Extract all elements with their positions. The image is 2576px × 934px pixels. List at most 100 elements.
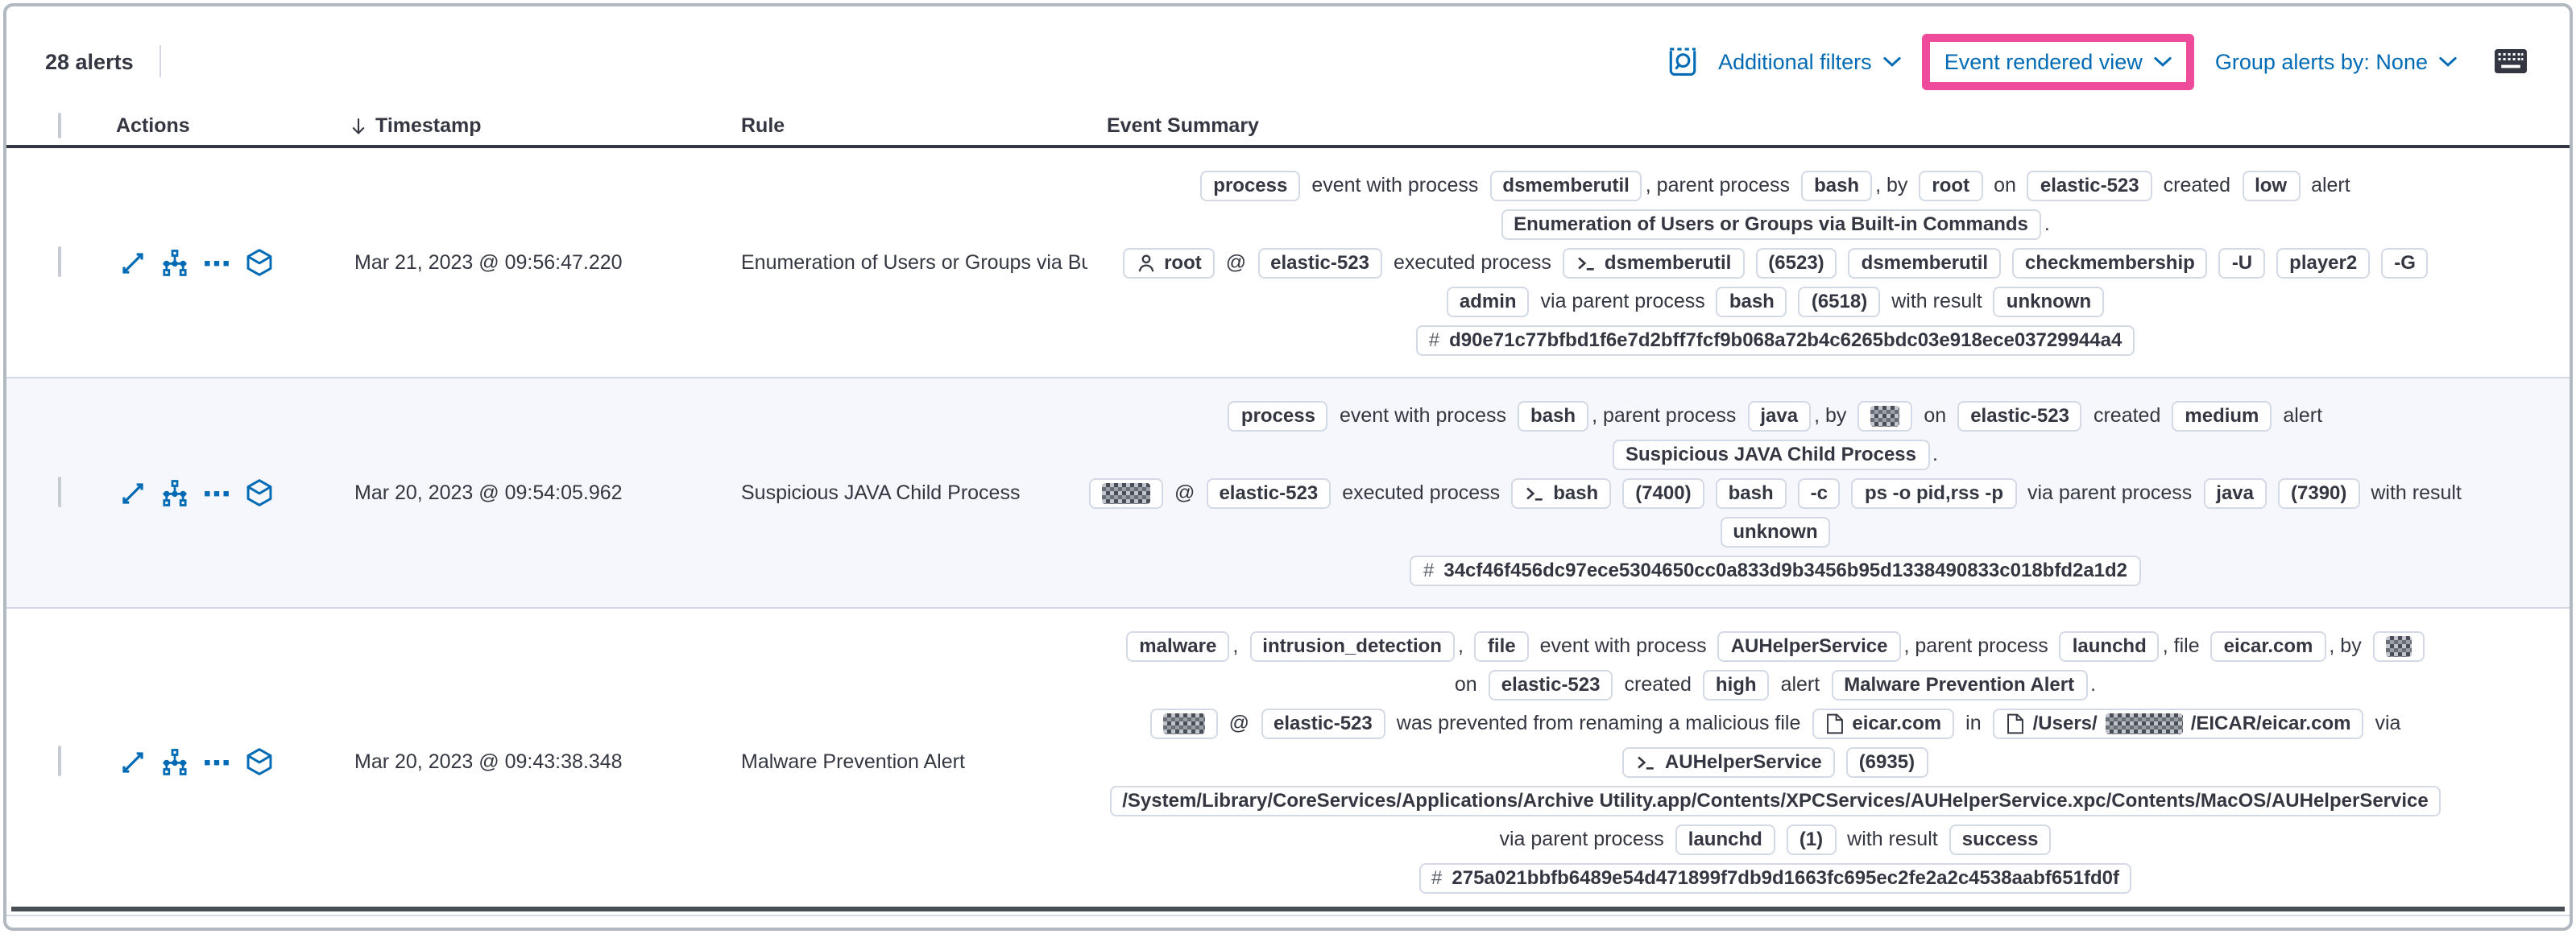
process-badge[interactable]: AUHelperService: [1622, 746, 1835, 777]
field-value-badge[interactable]: AUHelperService: [1717, 630, 1901, 661]
field-value-badge[interactable]: root: [1919, 170, 1983, 200]
field-value-badge[interactable]: dsmemberutil: [1489, 170, 1642, 200]
hash-badge[interactable]: #34cf46f456dc97ece5304650cc0a833d9b3456b…: [1410, 555, 2141, 585]
additional-filters-button[interactable]: Additional filters: [1718, 49, 1901, 73]
field-value-badge[interactable]: bash: [1518, 400, 1589, 431]
redacted-badge[interactable]: [1857, 400, 1913, 431]
rule-cell: Suspicious JAVA Child Process: [741, 481, 1021, 504]
investigate-in-timeline-icon[interactable]: [245, 747, 274, 776]
field-value-badge[interactable]: (6935): [1845, 746, 1928, 777]
process-badge[interactable]: bash: [1511, 477, 1612, 508]
summary-text: on: [1454, 673, 1477, 696]
user-badge[interactable]: root: [1122, 247, 1215, 278]
rule-cell: Enumeration of Users or Groups via Bui: [741, 251, 1087, 274]
header-timestamp[interactable]: Timestamp: [338, 114, 725, 137]
field-value-badge[interactable]: Suspicious JAVA Child Process: [1613, 439, 1929, 469]
field-value-badge[interactable]: -U: [2218, 247, 2266, 278]
more-actions-icon[interactable]: [203, 249, 230, 276]
redacted-badge[interactable]: [1149, 708, 1218, 738]
expand-alert-icon[interactable]: [119, 249, 147, 276]
analyze-event-icon[interactable]: [161, 479, 188, 506]
field-value-badge[interactable]: elastic-523: [1488, 669, 1613, 700]
analyze-event-icon[interactable]: [161, 748, 188, 775]
more-actions-icon[interactable]: [203, 748, 230, 775]
field-value-badge[interactable]: low: [2242, 170, 2301, 200]
field-value-badge[interactable]: (1): [1786, 824, 1837, 854]
group-alerts-by-button[interactable]: Group alerts by: None: [2215, 49, 2457, 73]
summary-text: event with process: [1339, 404, 1507, 427]
toolbar-divider: [159, 45, 161, 77]
redacted-badge[interactable]: [1089, 477, 1164, 508]
row-checkbox[interactable]: [58, 477, 61, 507]
process-badge[interactable]: dsmemberutil: [1562, 247, 1745, 278]
summary-text: with result: [1891, 290, 1982, 312]
field-value-badge[interactable]: bash: [1716, 286, 1787, 316]
field-value-badge[interactable]: launchd: [2059, 630, 2160, 661]
summary-text: , parent process: [1592, 404, 1737, 427]
field-value-badge[interactable]: bash: [1801, 170, 1873, 200]
select-all-checkbox[interactable]: [58, 113, 61, 138]
field-value-badge[interactable]: Enumeration of Users or Groups via Built…: [1501, 209, 2041, 239]
field-value-badge[interactable]: process: [1200, 170, 1301, 200]
field-value-badge[interactable]: checkmembership: [2012, 247, 2208, 278]
field-value-badge[interactable]: (6518): [1798, 286, 1881, 316]
analyze-event-icon[interactable]: [161, 249, 188, 276]
field-value-badge[interactable]: intrusion_detection: [1249, 630, 1455, 661]
field-value-badge[interactable]: malware: [1126, 630, 1230, 661]
field-value-badge[interactable]: launchd: [1675, 824, 1775, 854]
field-value-badge[interactable]: (7390): [2278, 477, 2360, 508]
console-icon: [1576, 252, 1597, 273]
expand-alert-icon[interactable]: [119, 748, 147, 775]
field-value-badge[interactable]: player2: [2276, 247, 2371, 278]
row-checkbox[interactable]: [58, 246, 61, 277]
field-value-badge[interactable]: process: [1228, 400, 1328, 431]
field-value-badge[interactable]: elastic-523: [1261, 708, 1385, 738]
field-value-badge[interactable]: dsmemberutil: [1848, 247, 2002, 278]
file-badge[interactable]: eicar.com: [1812, 708, 1955, 738]
field-value-badge[interactable]: Malware Prevention Alert: [1831, 669, 2088, 700]
field-value-badge[interactable]: unknown: [1993, 286, 2105, 316]
field-value-badge[interactable]: /System/Library/CoreServices/Application…: [1109, 785, 2441, 816]
field-value-badge[interactable]: elastic-523: [2027, 170, 2152, 200]
row-checkbox[interactable]: [58, 746, 61, 776]
field-value-badge[interactable]: java: [2203, 477, 2267, 508]
field-value-badge[interactable]: java: [1747, 400, 1812, 431]
field-value-badge[interactable]: bash: [1715, 477, 1787, 508]
field-value-badge[interactable]: (7400): [1622, 477, 1704, 508]
investigate-in-timeline-icon[interactable]: [245, 248, 274, 277]
redacted-badge[interactable]: [2372, 630, 2425, 661]
field-value-badge[interactable]: elastic-523: [1206, 477, 1331, 508]
summary-line: process event with process bash, parent pr…: [1228, 396, 2322, 435]
field-value-badge[interactable]: elastic-523: [1257, 247, 1382, 278]
horizontal-scrollbar[interactable]: [11, 906, 2565, 911]
field-value-badge[interactable]: admin: [1446, 286, 1530, 316]
field-value-badge[interactable]: success: [1949, 824, 2052, 854]
field-value-badge[interactable]: eicar.com: [2210, 630, 2326, 661]
field-value-badge[interactable]: -c: [1797, 477, 1841, 508]
summary-text: , by: [1814, 404, 1847, 427]
summary-line: #d90e71c77bfbd1f6e7d2bff7fcf9b068a72b4c6…: [1415, 320, 2135, 359]
field-value-badge[interactable]: high: [1702, 669, 1770, 700]
investigate-in-timeline-icon[interactable]: [245, 478, 274, 507]
hash-prefix: #: [1423, 558, 1435, 581]
summary-text: executed process: [1342, 481, 1501, 504]
field-value-badge[interactable]: ps -o pid,rss -p: [1851, 477, 2016, 508]
inspect-icon[interactable]: [1667, 46, 1697, 76]
field-value-badge[interactable]: (6523): [1755, 247, 1837, 278]
summary-text: was prevented from renaming a malicious …: [1396, 712, 1801, 734]
summary-text: with result: [2371, 481, 2462, 504]
hash-badge[interactable]: #275a021bbfb6489e54d471899f7db9d1663fc69…: [1418, 862, 2132, 893]
field-value-badge[interactable]: file: [1474, 630, 1529, 661]
more-actions-icon[interactable]: [203, 479, 230, 506]
file-path-badge[interactable]: /Users//EICAR/eicar.com: [1992, 708, 2364, 738]
field-value-badge[interactable]: unknown: [1720, 516, 1831, 547]
hash-badge[interactable]: #d90e71c77bfbd1f6e7d2bff7fcf9b068a72b4c6…: [1415, 324, 2135, 355]
expand-alert-icon[interactable]: [119, 479, 147, 506]
field-value-badge[interactable]: medium: [2172, 400, 2272, 431]
field-value-badge[interactable]: elastic-523: [1957, 400, 2082, 431]
field-value-badge[interactable]: -G: [2381, 247, 2429, 278]
keyboard-icon[interactable]: [2494, 48, 2528, 74]
event-rendered-view-button[interactable]: Event rendered view: [1944, 49, 2172, 73]
